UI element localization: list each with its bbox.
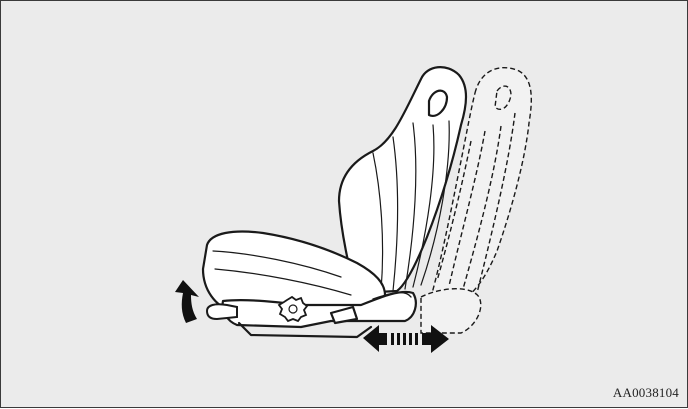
lift-lever-arrow-icon — [175, 280, 199, 323]
slide-arrow-icon — [363, 325, 449, 353]
seat-lift-lever — [207, 304, 237, 319]
figure-code: AA0038104 — [613, 385, 679, 401]
